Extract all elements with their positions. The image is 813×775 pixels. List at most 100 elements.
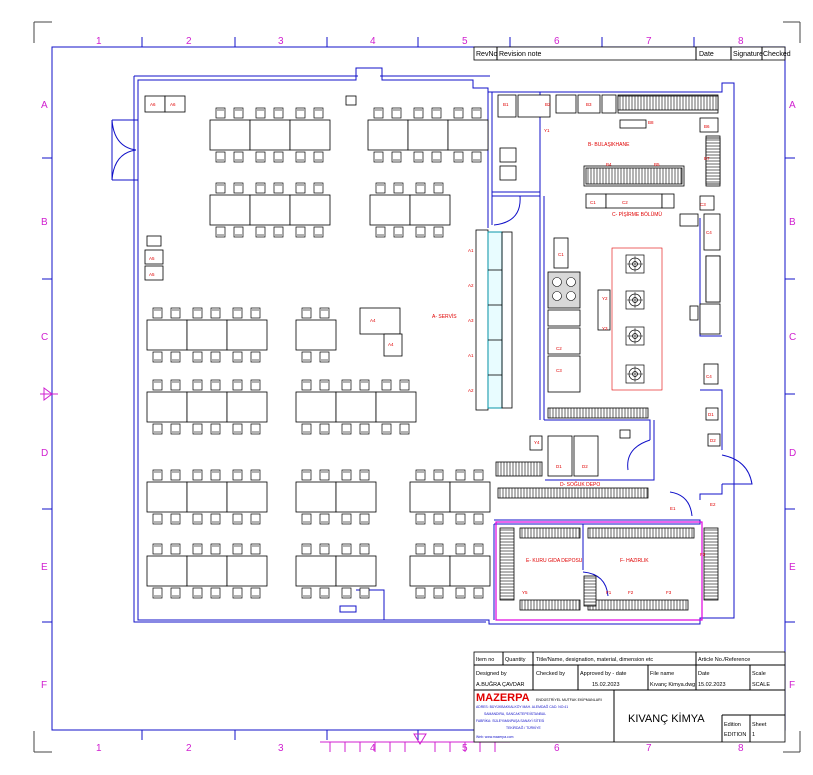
chair	[319, 543, 330, 555]
hatched-bench	[705, 137, 721, 185]
sheet-label: Sheet	[752, 722, 767, 728]
company-logo: MAZERPA	[476, 692, 530, 704]
hatched-benches	[495, 95, 721, 611]
chair	[233, 182, 244, 194]
equip-tag: B2	[545, 102, 551, 107]
dining-table	[295, 555, 337, 587]
col-label: 8	[738, 743, 744, 754]
dining-table	[289, 194, 331, 226]
col-label: 5	[462, 743, 468, 754]
chair	[152, 543, 163, 555]
chair	[152, 423, 163, 435]
dining-table	[186, 319, 228, 351]
equip-tag: Y2	[602, 296, 608, 301]
col-label: 3	[278, 743, 284, 754]
col-label: 2	[186, 36, 192, 47]
row-label: C	[41, 332, 48, 343]
burner	[625, 290, 645, 310]
col-label: 1	[96, 36, 102, 47]
chair	[250, 543, 261, 555]
chair	[233, 226, 244, 238]
hatched-bench	[547, 407, 649, 419]
item-no-header: Item no	[476, 657, 494, 663]
bench-outline	[519, 527, 581, 539]
chair	[210, 351, 221, 363]
chair	[295, 226, 306, 238]
chair	[152, 307, 163, 319]
cold-store-equipment	[529, 429, 631, 477]
table-group	[146, 307, 268, 363]
table-group	[146, 379, 268, 435]
equip-tag: B7	[704, 156, 710, 161]
col-label: 6	[554, 36, 560, 47]
chair	[415, 513, 426, 525]
equip-tag: A1	[468, 248, 474, 253]
chair	[301, 379, 312, 391]
chair	[273, 182, 284, 194]
company-line: ENDÜSTRİYEL MUTFAK EKİPMANLARI	[536, 697, 602, 702]
chair	[399, 379, 410, 391]
hatched-bench	[703, 527, 719, 601]
equip-tag: C4	[706, 230, 712, 235]
equip-tag: B4	[606, 162, 612, 167]
chair	[233, 107, 244, 119]
chair	[319, 513, 330, 525]
dining-table	[249, 119, 291, 151]
col-label: 1	[96, 743, 102, 754]
company-line: TEKİRDAĞ / TÜRKİYE	[506, 725, 542, 730]
equip-tag: F3	[666, 590, 672, 595]
chair	[473, 469, 484, 481]
chair	[359, 513, 370, 525]
chair	[250, 379, 261, 391]
chair	[319, 379, 330, 391]
chair	[192, 379, 203, 391]
chair	[359, 423, 370, 435]
dining-table	[289, 119, 331, 151]
chair	[232, 543, 243, 555]
dining-table	[146, 481, 188, 513]
equip-tag: C2	[556, 346, 562, 351]
zone-label-cooking: C- PİŞİRME BÖLÜMÜ	[612, 211, 662, 218]
approved-by-label: Approved by - date	[580, 671, 626, 677]
edition-label: Edition	[724, 722, 741, 728]
dining-table	[226, 555, 268, 587]
chair	[232, 307, 243, 319]
chair	[433, 513, 444, 525]
dining-table	[409, 555, 451, 587]
row-label: B	[789, 217, 796, 228]
edition-value: EDITION	[724, 732, 746, 738]
range-burner	[566, 291, 576, 301]
equip-tag: F1	[606, 590, 612, 595]
dining-table	[449, 481, 491, 513]
chair	[391, 151, 402, 163]
equip-tag: A2	[468, 283, 474, 288]
row-label: F	[41, 680, 47, 691]
chair	[433, 469, 444, 481]
col-label: 7	[646, 36, 652, 47]
chair	[170, 307, 181, 319]
dining-table	[226, 391, 268, 423]
chair	[319, 351, 330, 363]
chair	[250, 307, 261, 319]
chair	[192, 351, 203, 363]
chair	[433, 226, 444, 238]
table-group	[295, 307, 337, 363]
dining-table	[146, 319, 188, 351]
chair	[152, 351, 163, 363]
equip-tag: Y5	[522, 590, 528, 595]
chair	[215, 182, 226, 194]
chair	[431, 151, 442, 163]
file-name-label: File name	[650, 671, 674, 677]
table-group	[409, 543, 491, 599]
hatched-bench	[583, 575, 597, 607]
equip-tag: A5	[149, 272, 155, 277]
chair	[391, 107, 402, 119]
chair	[210, 423, 221, 435]
col-label: 4	[370, 743, 376, 754]
row-label: E	[41, 562, 48, 573]
chair	[170, 513, 181, 525]
chair	[255, 226, 266, 238]
table-group	[209, 107, 331, 163]
chair	[250, 351, 261, 363]
chair	[232, 587, 243, 599]
